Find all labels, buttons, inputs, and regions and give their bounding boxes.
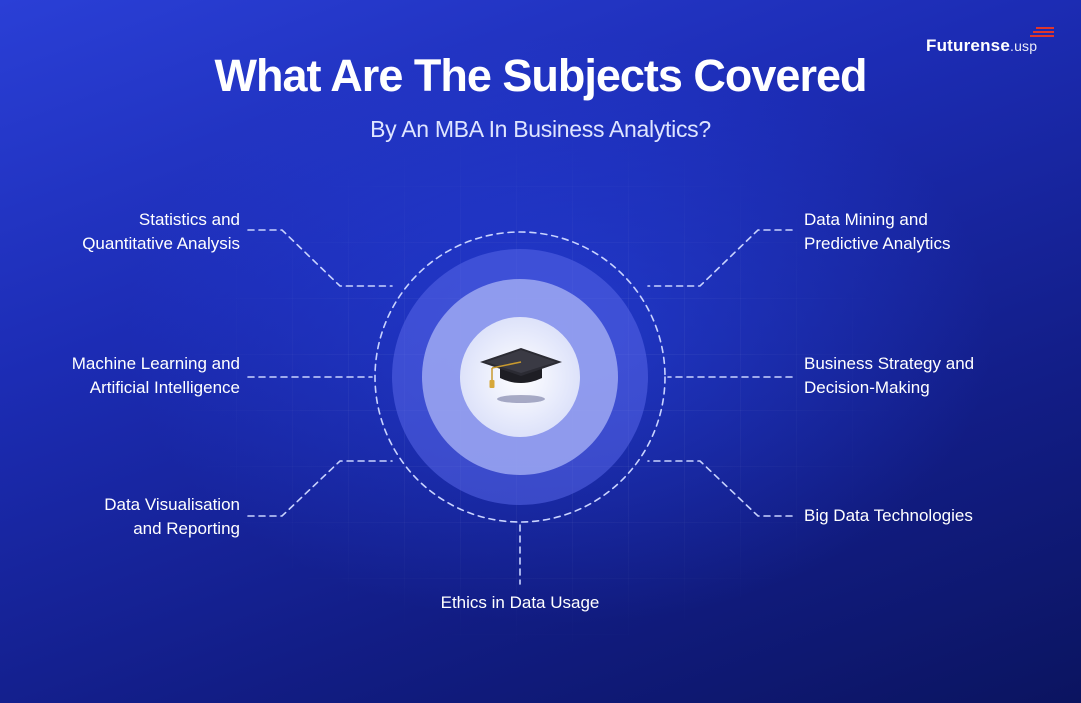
dashed-orbit-ring <box>374 231 666 523</box>
subject-data-visualisation-line2: and Reporting <box>133 519 240 538</box>
brand-name: Futurense <box>926 36 1010 55</box>
subject-statistics: Statistics and Quantitative Analysis <box>0 208 240 256</box>
subject-big-data: Big Data Technologies <box>804 506 973 525</box>
brand-logo: Futurense.usp <box>926 36 1037 56</box>
subject-data-mining: Data Mining and Predictive Analytics <box>804 208 1044 256</box>
connector-bigdata <box>647 460 793 517</box>
graduation-cap-icon <box>480 348 562 388</box>
subject-data-mining-line1: Data Mining and <box>804 210 928 229</box>
subject-machine-learning-line2: Artificial Intelligence <box>89 378 240 397</box>
subject-machine-learning: Machine Learning and Artificial Intellig… <box>0 352 240 400</box>
connector-viz <box>247 460 393 517</box>
subject-ethics: Ethics in Data Usage <box>440 593 600 612</box>
subject-data-visualisation: Data Visualisation and Reporting <box>0 493 240 541</box>
subject-statistics-line2: Quantitative Analysis <box>82 234 240 253</box>
page-subtitle: By An MBA In Business Analytics? <box>370 116 711 142</box>
page-title: What Are The Subjects Covered <box>214 50 868 101</box>
subject-business-strategy-line2: Decision-Making <box>804 378 930 397</box>
subject-statistics-line1: Statistics and <box>138 210 240 229</box>
connector-mining <box>647 229 793 287</box>
connector-stats <box>247 229 393 287</box>
brand-suffix: .usp <box>1009 38 1038 54</box>
subject-data-mining-line2: Predictive Analytics <box>804 234 951 253</box>
subject-business-strategy-line1: Business Strategy and <box>804 354 975 373</box>
cap-shadow <box>497 395 545 403</box>
brand-stripes-icon <box>1030 27 1054 37</box>
subject-machine-learning-line1: Machine Learning and <box>71 354 240 373</box>
subject-business-strategy: Business Strategy and Decision-Making <box>804 352 1044 400</box>
subject-data-visualisation-line1: Data Visualisation <box>104 495 240 514</box>
